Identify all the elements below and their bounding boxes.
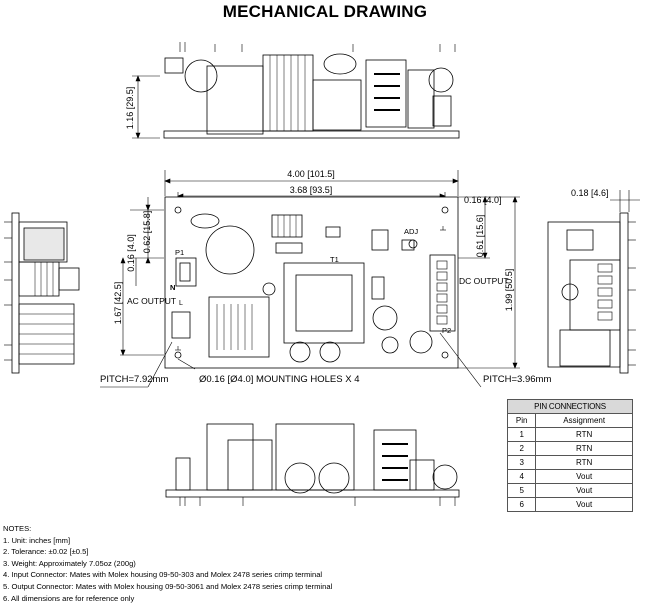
note-item: 5. Output Connector: Mates with Molex ho…	[3, 581, 333, 591]
pin-header: Pin	[506, 413, 537, 428]
hole-span-dim-text: 3.68 [93.5]	[290, 185, 333, 195]
height-dim-text: 1.16 [29.5]	[125, 87, 135, 130]
notes-block: NOTES: 1. Unit: inches [mm] 2. Tolerance…	[3, 523, 332, 604]
drawing-title: MECHANICAL DRAWING	[222, 2, 428, 21]
bottom-side-view	[165, 423, 460, 506]
note-item: 6. All dimensions are for reference only	[3, 593, 135, 603]
notes-heading: NOTES:	[3, 524, 32, 533]
label-p2: P2	[442, 326, 451, 335]
left-top-dim-text: 0.62 [15.8]	[142, 211, 152, 254]
left-mid-dim-text: 1.67 [42.5]	[113, 282, 123, 325]
pin-assignment: Vout	[535, 469, 633, 484]
label-l: L	[179, 300, 183, 307]
ac-output-label: AC OUTPUT	[127, 296, 176, 306]
right-side-dimensions	[458, 196, 520, 369]
dc-output-label: DC OUTPUT	[459, 276, 509, 286]
length-dim-text: 4.00 [101.5]	[287, 169, 335, 179]
label-p1: P1	[175, 248, 184, 257]
pin-assignment: RTN	[535, 455, 633, 470]
mounting-hole	[441, 206, 449, 214]
label-n: N	[170, 283, 175, 292]
pin-number: 1	[506, 427, 537, 442]
left-end-view	[4, 212, 80, 374]
top-side-view	[163, 42, 460, 139]
left-side-dimensions	[120, 197, 164, 356]
pitch-right-label: PITCH=3.96mm	[483, 374, 551, 385]
pin-number: 2	[506, 441, 537, 456]
pin-table-caption: PIN CONNECTIONS	[507, 399, 633, 414]
mounting-holes-label: Ø0.16 [Ø4.0] MOUNTING HOLES X 4	[199, 374, 360, 385]
height-dimension	[132, 75, 160, 139]
pin-offset-dim-text: 0.18 [4.6]	[571, 188, 609, 198]
pin-assignment: Vout	[535, 483, 633, 498]
width-dim-text: 1.99 [50.5]	[504, 269, 514, 312]
pin-number: 4	[506, 469, 537, 484]
label-adj: ADJ	[404, 227, 418, 236]
mounting-hole	[174, 206, 182, 214]
pin-offset-dimension	[610, 190, 640, 212]
pin-assignment: RTN	[535, 427, 633, 442]
mounting-hole	[174, 351, 182, 359]
assignment-header: Assignment	[535, 413, 633, 428]
note-item: 1. Unit: inches [mm]	[3, 535, 71, 545]
board-top-view	[164, 196, 459, 369]
note-item: 3. Weight: Approximately 7.05oz (200g)	[3, 558, 136, 568]
left-small-dim-text: 0.16 [4.0]	[126, 234, 136, 272]
mounting-hole	[441, 351, 449, 359]
pin-assignment: RTN	[535, 441, 633, 456]
pin-assignment: Vout	[535, 497, 633, 512]
callout-lines	[100, 332, 482, 388]
note-item: 2. Tolerance: ±0.02 [±0.5]	[3, 547, 89, 557]
pin-number: 3	[506, 455, 537, 470]
pin-number: 6	[506, 497, 537, 512]
right-end-view	[547, 212, 636, 374]
note-item: 4. Input Connector: Mates with Molex hou…	[3, 570, 323, 580]
pitch-left-label: PITCH=7.92mm	[100, 374, 168, 385]
right-top-dim-text: 0.61 [15.6]	[475, 215, 485, 258]
right-offset-dim-text: 0.16 [4.0]	[464, 195, 502, 205]
pin-number: 5	[506, 483, 537, 498]
label-t1: T1	[330, 255, 339, 264]
